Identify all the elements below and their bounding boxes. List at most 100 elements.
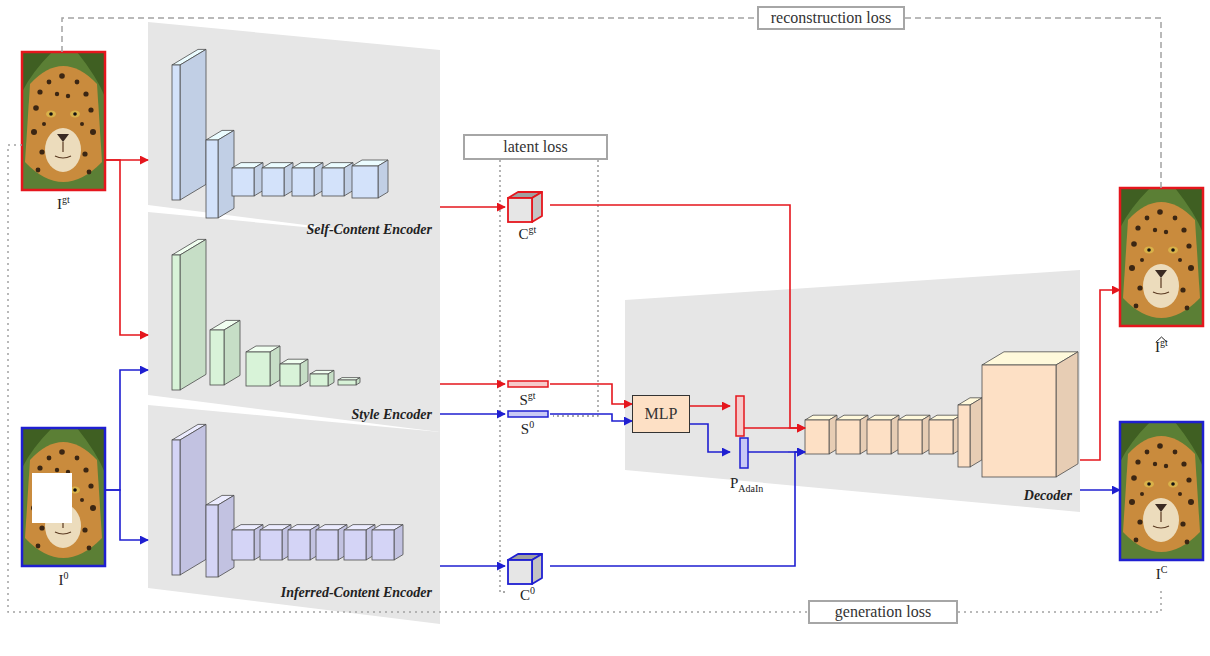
layer-block [292,163,323,196]
layer-block [378,160,388,198]
data-flow-arrow [105,490,148,540]
layer-block [180,424,206,575]
layer-block [206,495,234,577]
latent-loss-outline [500,160,598,592]
node-label: Style Encoder [352,407,433,423]
layer-block [232,163,263,196]
data-flow-arrow [550,414,632,421]
wire [744,427,788,429]
layer-block [338,378,360,385]
data-flow-arrow [690,424,730,452]
layer-block [180,49,206,200]
layer-stack [172,239,360,390]
adain-params: PAdaIn [730,396,788,492]
layer-block [929,420,953,454]
layer-block [288,525,319,560]
loss-box: latent loss [463,134,608,160]
layer-block [805,420,829,454]
node-label: Igt [57,196,70,214]
superscript: 0 [64,570,69,581]
node-label: Cgt [519,226,537,244]
layer-block [172,424,206,575]
layer-stack [172,49,388,218]
superscript: gt [529,224,537,235]
style-code: Sgt [505,380,550,410]
layer-block [310,370,334,386]
layer-block [898,415,930,454]
superscript: 0 [529,419,534,430]
layer-block [172,49,206,200]
data-flow-arrow [440,206,505,208]
layer-block [344,525,375,560]
superscript: gt [528,390,536,401]
data-flow-arrow [440,383,505,385]
layer-block [232,168,254,196]
decoder-panel [625,270,1080,512]
encoder-panel: Style Encoder [148,212,440,434]
superscript: gt [62,194,70,205]
loss-box: reconstruction loss [757,6,905,30]
content-cube [508,560,532,584]
loss-line [62,18,757,52]
superscript: gt [1160,337,1168,348]
loss-line [905,18,1161,188]
layer-block [970,398,982,467]
subscript: AdaIn [738,483,763,494]
mlp-box: MLP [632,395,690,433]
data-flow-arrow [440,413,505,415]
node-label: latent loss [503,138,567,156]
layer-block [958,405,970,467]
decoder-panel: DecoderMLPPAdaIn [625,270,1080,512]
output-image: IC [1120,422,1203,588]
layer-block [300,359,308,386]
layer-block [356,378,360,385]
superscript: C [1161,564,1168,575]
data-flow-arrow [105,370,148,490]
output-image [1120,422,1203,560]
layer-block [898,420,922,454]
layer-stack [172,424,403,577]
layer-block [232,525,263,560]
node-label: PAdaIn [730,475,763,493]
input-image [22,52,105,190]
layer-block [372,530,394,560]
layer-block [280,364,300,386]
node-label: S0 [521,421,534,439]
output-image [1120,188,1203,326]
layer-block [280,359,308,386]
node-label: MLP [645,405,678,423]
layer-block [246,346,280,386]
content-code: Cgt [505,185,550,247]
layer-block [172,255,180,390]
layer-block [958,398,982,467]
adain-vector [736,396,744,436]
layer-block [224,320,240,385]
layer-block [316,530,338,560]
encoder-panel [148,22,440,624]
layer-block [982,365,1056,477]
layer-block [929,415,961,454]
output-image: Igt [1120,188,1203,358]
layer-block [805,415,837,454]
input-image [22,52,105,190]
layer-block [210,330,224,385]
layer-block [206,140,218,218]
layer-block [316,525,347,560]
node-label: C0 [520,587,535,605]
masked-input-image [32,473,72,523]
style-code: S0 [505,410,550,440]
node-label: generation loss [835,603,931,621]
node-label: IC [1156,566,1168,584]
masked-input-image [22,428,105,566]
loss-line [8,145,808,612]
layer-block [232,530,254,560]
layer-block [246,352,270,386]
layer-block [172,239,206,390]
loss-box: generation loss [808,600,958,624]
layer-block [867,415,899,454]
feature-shape [508,192,1167,584]
layer-block [172,440,180,575]
